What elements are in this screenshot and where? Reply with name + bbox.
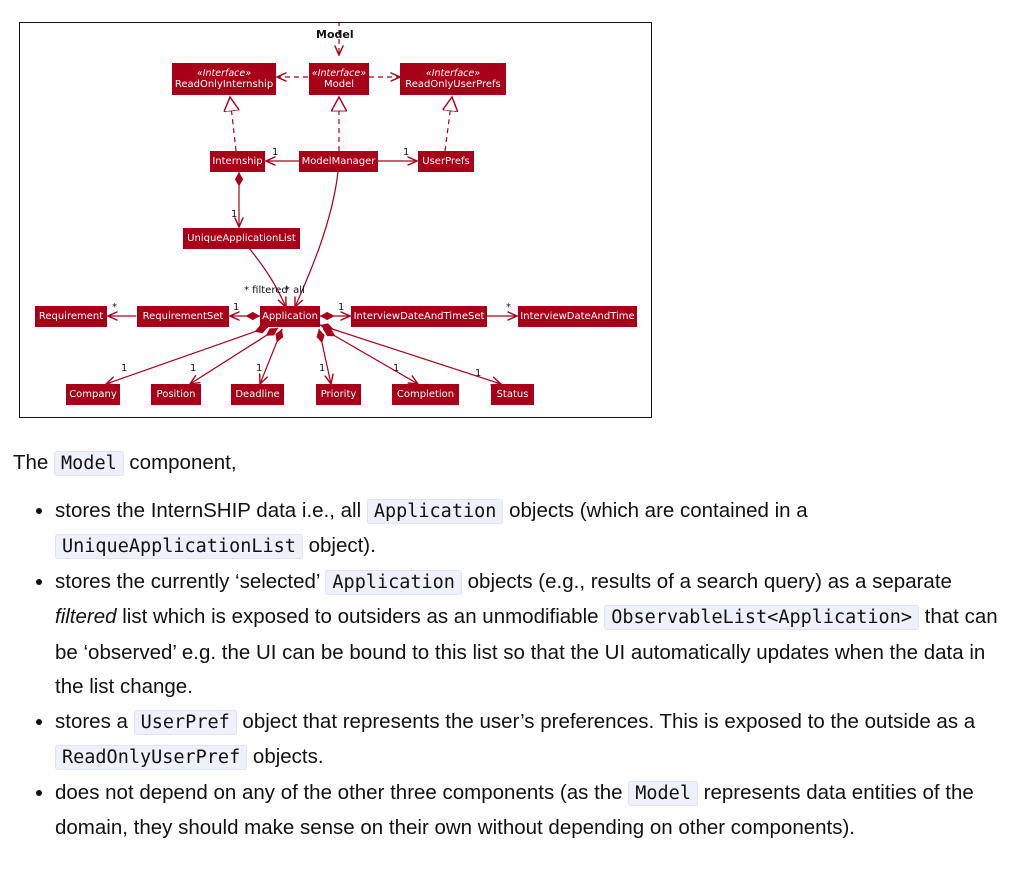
multiplicity-label: 1 (338, 302, 345, 313)
inline-code: UniqueApplicationList (55, 534, 303, 559)
role-label-all: * all (285, 285, 305, 296)
bullet-item: stores the currently ‘selected’ Applicat… (55, 565, 1003, 705)
intro-paragraph: The Model component, (13, 446, 1003, 482)
multiplicity-label: 1 (475, 368, 482, 379)
multiplicity-label: 1 (256, 363, 263, 374)
multiplicity-label: 1 (272, 147, 279, 158)
node-unique-application-list: UniqueApplicationList (183, 228, 300, 249)
role-label-filtered: * filtered (244, 285, 288, 296)
class-name: Model (323, 78, 355, 90)
multiplicity-label: 1 (121, 363, 128, 374)
multiplicity-label: * (112, 302, 117, 313)
node-interview-date-and-time: InterviewDateAndTime (518, 306, 637, 327)
node-application: Application (260, 306, 320, 327)
edge-uniquelist-application (248, 247, 286, 307)
bullet-text: objects (which are contained in a (503, 498, 808, 522)
node-user-prefs: UserPrefs (418, 151, 474, 172)
node-position: Position (151, 384, 201, 405)
node-interview-date-and-time-set: InterviewDateAndTimeSet (351, 306, 487, 327)
bullet-text: stores a (55, 709, 134, 733)
bullet-item: stores a UserPref object that represents… (55, 705, 1003, 776)
class-name: ReadOnlyInternship (174, 78, 274, 90)
node-read-only-internship: «Interface» ReadOnlyInternship (172, 63, 276, 95)
bullet-text: list which is exposed to outsiders as an… (116, 605, 605, 628)
inline-code: Model (54, 451, 124, 476)
multiplicity-label: 1 (403, 147, 410, 158)
emphasis-text: filtered (55, 605, 117, 628)
node-requirement-set: RequirementSet (137, 306, 229, 327)
bullet-text: that can be ‘observed’ e.g. the UI can b… (55, 605, 998, 698)
edge-application-deadline (260, 328, 282, 384)
bullet-text: object). (302, 534, 376, 557)
node-model-manager: ModelManager (299, 151, 378, 172)
model-description: The Model component, stores the InternSH… (13, 446, 1003, 846)
edge-application-status (319, 325, 501, 384)
model-class-diagram: Model «Interface» ReadOnlyInternship «In… (19, 22, 652, 418)
node-status: Status (491, 384, 534, 405)
intro-text: component, (123, 451, 237, 474)
class-name: ReadOnlyUserPrefs (405, 78, 501, 90)
node-read-only-user-prefs: «Interface» ReadOnlyUserPrefs (400, 63, 506, 95)
stereotype-label: «Interface» (311, 67, 367, 79)
bullet-text: objects. (247, 745, 324, 768)
node-model-interface: «Interface» Model (309, 63, 369, 95)
inline-code: Application (366, 498, 504, 524)
multiplicity-label: 1 (319, 363, 326, 374)
bullet-list: stores the InternSHIP data i.e., all App… (13, 494, 1003, 846)
bullet-item: stores the InternSHIP data i.e., all App… (55, 494, 1003, 565)
edge-application-priority (319, 328, 331, 384)
node-internship: Internship (210, 151, 265, 172)
bullet-text: does not depend on any of the other thre… (55, 780, 629, 804)
bullet-text: objects (e.g., results of a search query… (461, 569, 952, 593)
bullet-text: stores the InternSHIP data i.e., all (55, 498, 367, 522)
intro-text: The (13, 451, 55, 474)
inline-code: ReadOnlyUserPref (55, 745, 248, 770)
bullet-text: stores the currently ‘selected’ (55, 569, 326, 593)
bullet-text: represents data entities of the domain, … (55, 780, 974, 840)
inline-code: UserPref (133, 709, 237, 735)
node-priority: Priority (316, 384, 361, 405)
multiplicity-label: 1 (233, 302, 240, 313)
stereotype-label: «Interface» (425, 67, 481, 79)
edge-modelmanager-application (295, 171, 339, 307)
edge-application-position (190, 327, 279, 384)
inline-code: Model (628, 780, 698, 806)
stereotype-label: «Interface» (196, 67, 252, 79)
bullet-text: object that represents the user’s prefer… (236, 709, 976, 733)
node-completion: Completion (392, 384, 459, 405)
node-company: Company (66, 384, 120, 405)
edge-internship-readonlyinternship (230, 97, 236, 152)
edge-userprefs-readonlyuserprefs (445, 97, 452, 152)
multiplicity-label: 1 (231, 209, 238, 220)
multiplicity-label: * (506, 302, 511, 313)
diagram-connectors (20, 23, 652, 418)
inline-code: Application (325, 569, 462, 595)
bullet-item: does not depend on any of the other thre… (55, 776, 1003, 846)
inline-code: ObservableList<Application> (604, 605, 919, 630)
edge-application-completion (322, 328, 418, 384)
diagram-title: Model (316, 28, 354, 41)
edge-application-company (106, 327, 269, 384)
node-deadline: Deadline (231, 384, 284, 405)
node-requirement: Requirement (35, 306, 107, 327)
multiplicity-label: 1 (393, 363, 400, 374)
multiplicity-label: 1 (190, 363, 197, 374)
